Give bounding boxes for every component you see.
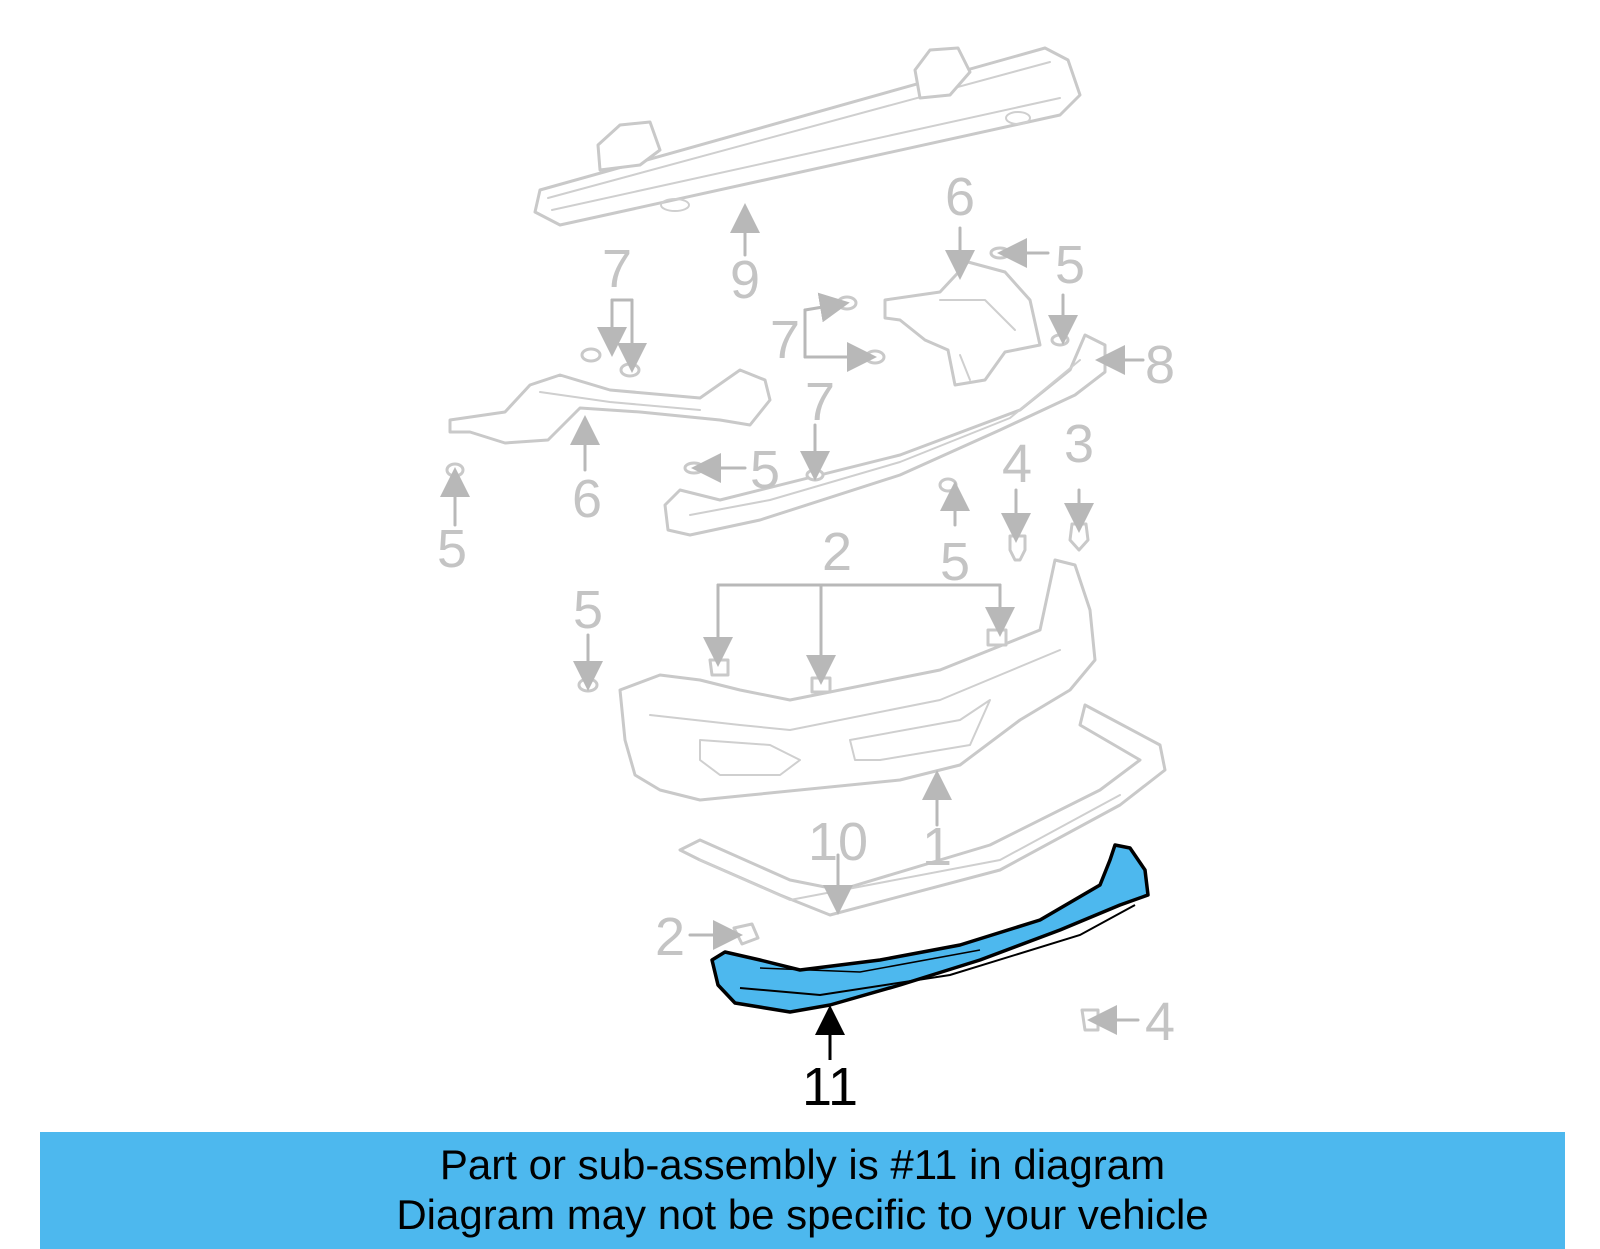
banner-line-disclaimer: Diagram may not be specific to your vehi… [396,1191,1209,1238]
part-11-valance-highlighted [710,843,1150,1014]
callout-7-lower: 7 [805,372,835,432]
part-1-bumper-cover [618,558,1097,802]
callout-2-bottom: 2 [655,907,685,967]
part-6-bracket-left [448,368,772,445]
callout-11-highlighted: 11 [802,1057,858,1117]
callout-5-far-left: 5 [437,519,467,579]
callout-7-left: 7 [602,239,632,299]
callout-5-top-right: 5 [1055,235,1085,295]
callout-9: 9 [730,250,760,310]
banner-line-part-number: Part or sub-assembly is #11 in diagram [439,1141,1166,1188]
callout-2-top: 2 [822,522,852,582]
callout-6-top: 6 [945,167,975,227]
part-8-absorber [663,333,1107,537]
callout-3: 3 [1064,414,1094,474]
callout-labels: 9 6 5 7 7 7 8 6 5 5 4 3 2 5 5 10 1 2 4 1… [437,167,1175,1117]
callout-8: 8 [1145,335,1175,395]
info-banner: Part or sub-assembly is #11 in diagram D… [40,1132,1565,1249]
callout-5-mid: 5 [750,440,780,500]
callout-5-left-lower: 5 [573,580,603,640]
callout-7-mid: 7 [770,310,800,370]
callout-5-center: 5 [940,532,970,592]
callout-6-left: 6 [572,469,602,529]
part-6-bracket-right [883,260,1042,387]
callout-4-upper: 4 [1002,434,1032,494]
callout-10: 10 [808,812,868,872]
part-9-reinforcement [533,46,1082,227]
callout-4-bottom: 4 [1145,992,1175,1052]
leader-lines [440,203,1145,1035]
callout-1: 1 [922,817,952,877]
